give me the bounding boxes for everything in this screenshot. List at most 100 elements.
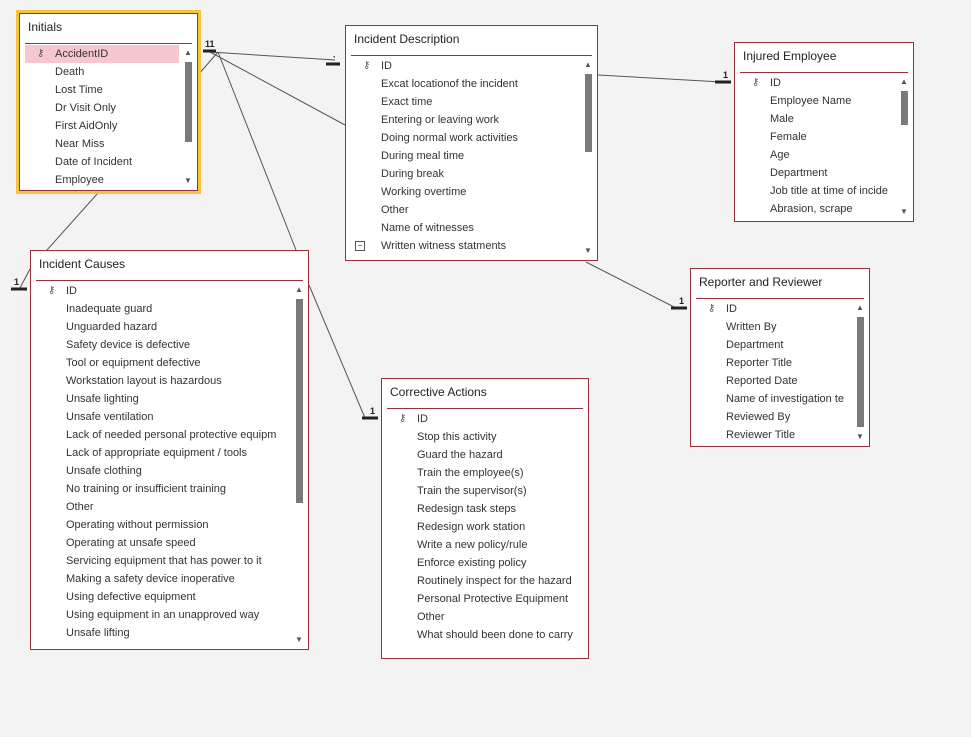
field-list[interactable]: ⚷ID Stop this activity Guard the hazard …: [387, 410, 586, 656]
table-title[interactable]: Corrective Actions: [390, 385, 487, 399]
scroll-thumb[interactable]: [185, 62, 192, 142]
field-row[interactable]: Guard the hazard: [387, 446, 586, 464]
triangle-down-icon[interactable]: ▼: [584, 246, 592, 255]
vertical-scrollbar[interactable]: ▲ ▼: [583, 60, 593, 256]
field-row[interactable]: Train the employee(s): [387, 464, 586, 482]
field-row[interactable]: Written By: [696, 318, 851, 336]
field-row[interactable]: Female: [740, 128, 895, 146]
field-row[interactable]: Train the supervisor(s): [387, 482, 586, 500]
vertical-scrollbar[interactable]: ▲ ▼: [294, 285, 304, 645]
table-initials[interactable]: Initials ⚷AccidentID Death Lost Time Dr …: [16, 10, 201, 194]
field-row[interactable]: Write a new policy/rule: [387, 536, 586, 554]
field-row[interactable]: −Written witness statments: [351, 237, 579, 255]
field-row[interactable]: Lack of needed personal protective equip…: [36, 426, 290, 444]
field-row[interactable]: Other: [36, 498, 290, 516]
field-row[interactable]: Abrasion, scrape: [740, 200, 895, 218]
field-row[interactable]: Employee: [25, 171, 179, 188]
table-title[interactable]: Initials: [28, 20, 63, 34]
field-list[interactable]: ⚷AccidentID Death Lost Time Dr Visit Onl…: [25, 45, 179, 188]
triangle-down-icon[interactable]: ▼: [184, 176, 192, 185]
field-row[interactable]: Routinely inspect for the hazard: [387, 572, 586, 590]
field-row[interactable]: ⚷ID: [387, 410, 586, 428]
field-row[interactable]: Redesign work station: [387, 518, 586, 536]
field-list[interactable]: ⚷ID Employee Name Male Female Age Depart…: [740, 74, 895, 219]
field-row[interactable]: Using defective equipment: [36, 588, 290, 606]
field-row[interactable]: Other: [351, 201, 579, 219]
table-injured-employee[interactable]: Injured Employee ⚷ID Employee Name Male …: [734, 42, 914, 222]
field-row[interactable]: Tool or equipment defective: [36, 354, 290, 372]
field-row[interactable]: Unsafe lighting: [36, 390, 290, 408]
field-list[interactable]: ⚷ID Written By Department Reporter Title…: [696, 300, 851, 444]
triangle-down-icon[interactable]: ▼: [900, 207, 908, 216]
field-row[interactable]: Inadequate guard: [36, 300, 290, 318]
table-incident-causes[interactable]: Incident Causes ⚷ID Inadequate guard Ung…: [30, 250, 309, 650]
field-row[interactable]: Dr Visit Only: [25, 99, 179, 117]
table-title[interactable]: Incident Causes: [39, 257, 126, 271]
field-row[interactable]: Name of investigation te: [696, 390, 851, 408]
table-incident-description[interactable]: Incident Description ⚷ID Excat locationo…: [345, 25, 598, 261]
field-row[interactable]: Age: [740, 146, 895, 164]
vertical-scrollbar[interactable]: ▲ ▼: [855, 303, 865, 442]
table-reporter-reviewer[interactable]: Reporter and Reviewer ⚷ID Written By Dep…: [690, 268, 870, 447]
field-row[interactable]: No training or insufficient training: [36, 480, 290, 498]
field-row[interactable]: ⚷AccidentID: [25, 45, 179, 63]
triangle-up-icon[interactable]: ▲: [856, 303, 864, 312]
field-row[interactable]: Reviewed By: [696, 408, 851, 426]
field-row[interactable]: During break: [351, 165, 579, 183]
field-row[interactable]: Near Miss: [25, 135, 179, 153]
field-row[interactable]: Redesign task steps: [387, 500, 586, 518]
field-row[interactable]: ⚷ID: [740, 74, 895, 92]
field-row[interactable]: Unguarded hazard: [36, 318, 290, 336]
table-title[interactable]: Incident Description: [354, 32, 460, 46]
field-row[interactable]: Lost Time: [25, 81, 179, 99]
field-row[interactable]: ⚷ID: [36, 282, 290, 300]
field-row[interactable]: Exact time: [351, 93, 579, 111]
table-corrective-actions[interactable]: Corrective Actions ⚷ID Stop this activit…: [381, 378, 589, 659]
field-row[interactable]: Workstation layout is hazardous: [36, 372, 290, 390]
field-row[interactable]: Unsafe clothing: [36, 462, 290, 480]
vertical-scrollbar[interactable]: ▲ ▼: [899, 77, 909, 217]
field-row[interactable]: Male: [740, 110, 895, 128]
field-row[interactable]: Personal Protective Equipment: [387, 590, 586, 608]
scroll-thumb[interactable]: [585, 74, 592, 152]
triangle-up-icon[interactable]: ▲: [184, 48, 192, 57]
field-row[interactable]: What should been done to carry: [387, 626, 586, 644]
field-row[interactable]: ⚷ID: [696, 300, 851, 318]
field-row[interactable]: Department: [740, 164, 895, 182]
field-row[interactable]: ⚷ID: [351, 57, 579, 75]
scroll-thumb[interactable]: [296, 299, 303, 503]
table-title[interactable]: Reporter and Reviewer: [699, 275, 823, 289]
triangle-down-icon[interactable]: ▼: [856, 432, 864, 441]
field-row[interactable]: Unsafe ventilation: [36, 408, 290, 426]
field-row[interactable]: Entering or leaving work: [351, 111, 579, 129]
triangle-down-icon[interactable]: ▼: [295, 635, 303, 644]
field-list[interactable]: ⚷ID Inadequate guard Unguarded hazard Sa…: [36, 282, 290, 647]
triangle-up-icon[interactable]: ▲: [900, 77, 908, 86]
field-row[interactable]: Reporter Title: [696, 354, 851, 372]
field-row[interactable]: Other: [387, 608, 586, 626]
field-row[interactable]: Using equipment in an unapproved way: [36, 606, 290, 624]
field-row[interactable]: Department: [696, 336, 851, 354]
field-row[interactable]: Lack of appropriate equipment / tools: [36, 444, 290, 462]
minus-box-icon[interactable]: −: [355, 241, 365, 251]
field-list[interactable]: ⚷ID Excat locationof the incident Exact …: [351, 57, 579, 258]
field-row[interactable]: Making a safety device inoperative: [36, 570, 290, 588]
field-row[interactable]: Stop this activity: [387, 428, 586, 446]
field-row[interactable]: Reviewer Title: [696, 426, 851, 444]
scroll-thumb[interactable]: [901, 91, 908, 125]
field-row[interactable]: Date of Incident: [25, 153, 179, 171]
field-row[interactable]: Reported Date: [696, 372, 851, 390]
table-title[interactable]: Injured Employee: [743, 49, 837, 63]
field-row[interactable]: Operating without permission: [36, 516, 290, 534]
field-row[interactable]: Unsafe lifting: [36, 624, 290, 642]
field-row[interactable]: Job title at time of incide: [740, 182, 895, 200]
field-row[interactable]: During meal time: [351, 147, 579, 165]
field-row[interactable]: Operating at unsafe speed: [36, 534, 290, 552]
field-row[interactable]: Death: [25, 63, 179, 81]
vertical-scrollbar[interactable]: ▲ ▼: [183, 48, 193, 186]
triangle-up-icon[interactable]: ▲: [584, 60, 592, 69]
field-row[interactable]: Safety device is defective: [36, 336, 290, 354]
field-row[interactable]: Name of witnesses: [351, 219, 579, 237]
scroll-thumb[interactable]: [857, 317, 864, 427]
field-row[interactable]: Enforce existing policy: [387, 554, 586, 572]
